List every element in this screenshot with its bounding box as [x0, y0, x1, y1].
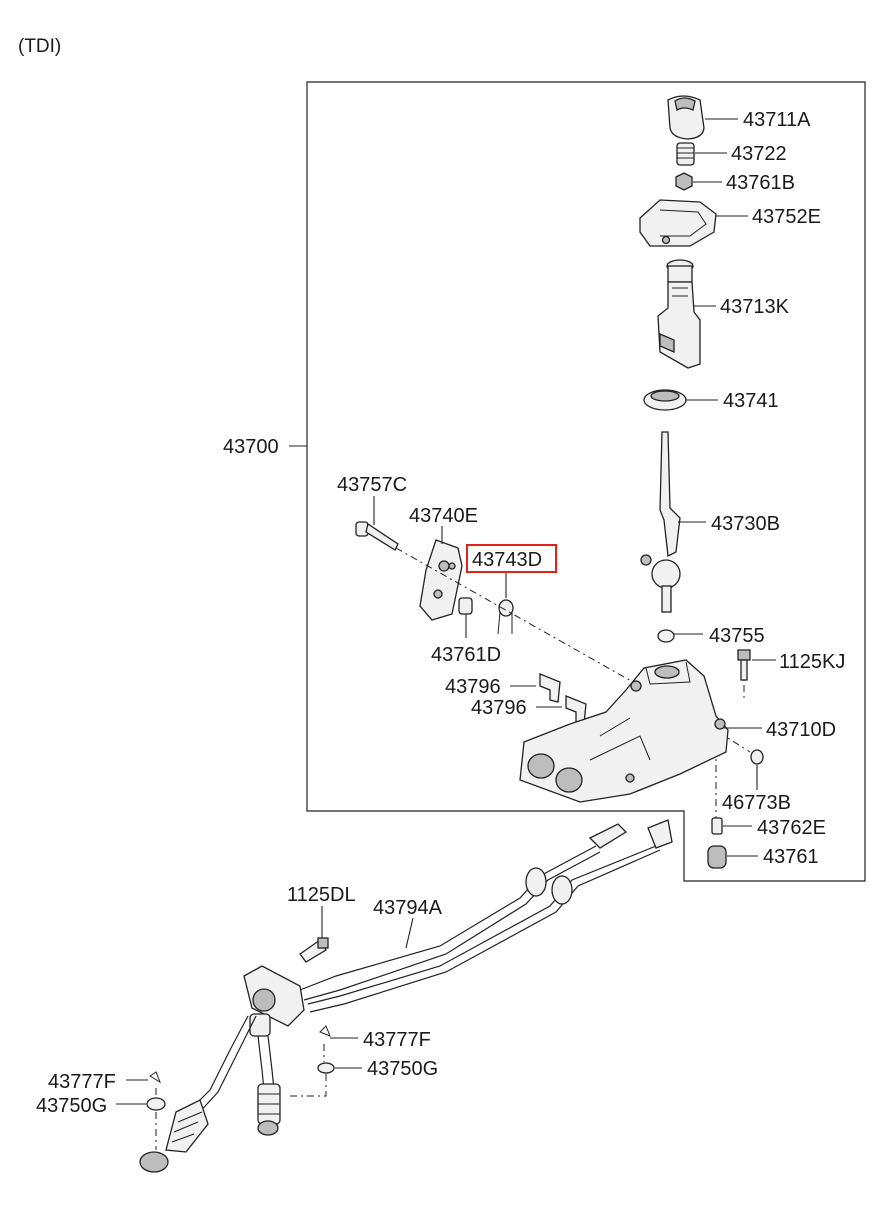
clip-part-a — [319, 1025, 331, 1037]
lever-base-part — [519, 659, 729, 803]
collar-part — [458, 597, 473, 615]
label-43794A[interactable]: 43794A — [373, 897, 443, 919]
washer-part-a — [317, 1062, 335, 1074]
washer-part — [750, 749, 764, 765]
nut-part — [675, 172, 693, 191]
label-43713K[interactable]: 43713K — [720, 296, 790, 318]
bracket-bolt-part — [299, 937, 329, 963]
lever-bushing-part — [657, 629, 675, 643]
assembly-boundary — [306, 81, 866, 882]
variant-label: (TDI) — [18, 36, 61, 57]
lever-housing-part — [657, 259, 701, 369]
label-43757C[interactable]: 43757C — [337, 474, 407, 496]
label-43755[interactable]: 43755 — [709, 625, 765, 647]
label-43761B[interactable]: 43761B — [726, 172, 795, 194]
label-43741[interactable]: 43741 — [723, 390, 779, 412]
pin-bolt-part — [355, 521, 399, 551]
label-43777F-a[interactable]: 43777F — [363, 1029, 431, 1051]
shift-boot-retainer-part — [639, 199, 717, 247]
label-43796-a[interactable]: 43796 — [445, 676, 501, 698]
label-43762E[interactable]: 43762E — [757, 817, 826, 839]
shift-lever-part — [640, 431, 681, 613]
label-46773B[interactable]: 46773B — [722, 792, 791, 814]
label-43750G-b[interactable]: 43750G — [36, 1095, 107, 1117]
label-1125KJ[interactable]: 1125KJ — [779, 651, 845, 673]
label-43740E[interactable]: 43740E — [409, 505, 478, 527]
return-spring-part — [497, 599, 514, 635]
label-43761D[interactable]: 43761D — [431, 644, 501, 666]
label-43730B[interactable]: 43730B — [711, 513, 780, 535]
label-43700[interactable]: 43700 — [223, 436, 279, 458]
label-1125DL[interactable]: 1125DL — [287, 884, 356, 906]
label-43722[interactable]: 43722 — [731, 143, 787, 165]
select-lever-bracket-part — [419, 539, 463, 621]
label-43750G-a[interactable]: 43750G — [367, 1058, 438, 1080]
label-43796-b[interactable]: 43796 — [471, 697, 527, 719]
label-43743D[interactable]: 43743D — [472, 549, 542, 571]
bushing-part — [643, 389, 687, 411]
plate-part-a — [539, 673, 561, 703]
label-43752E[interactable]: 43752E — [752, 206, 821, 228]
label-43761[interactable]: 43761 — [763, 846, 819, 868]
sleeve-part — [711, 817, 723, 835]
cable-assembly-part — [139, 819, 673, 1173]
clip-part-b — [149, 1071, 162, 1084]
bolt-part — [737, 649, 751, 681]
shift-knob-part — [667, 95, 705, 140]
spring-part — [676, 142, 695, 166]
highlight-box — [466, 544, 557, 573]
label-43777F-b[interactable]: 43777F — [48, 1071, 116, 1093]
grommet-part — [707, 845, 727, 869]
washer-part-b — [146, 1097, 166, 1111]
label-43710D[interactable]: 43710D — [766, 719, 836, 741]
label-43711A[interactable]: 43711A — [743, 109, 811, 131]
